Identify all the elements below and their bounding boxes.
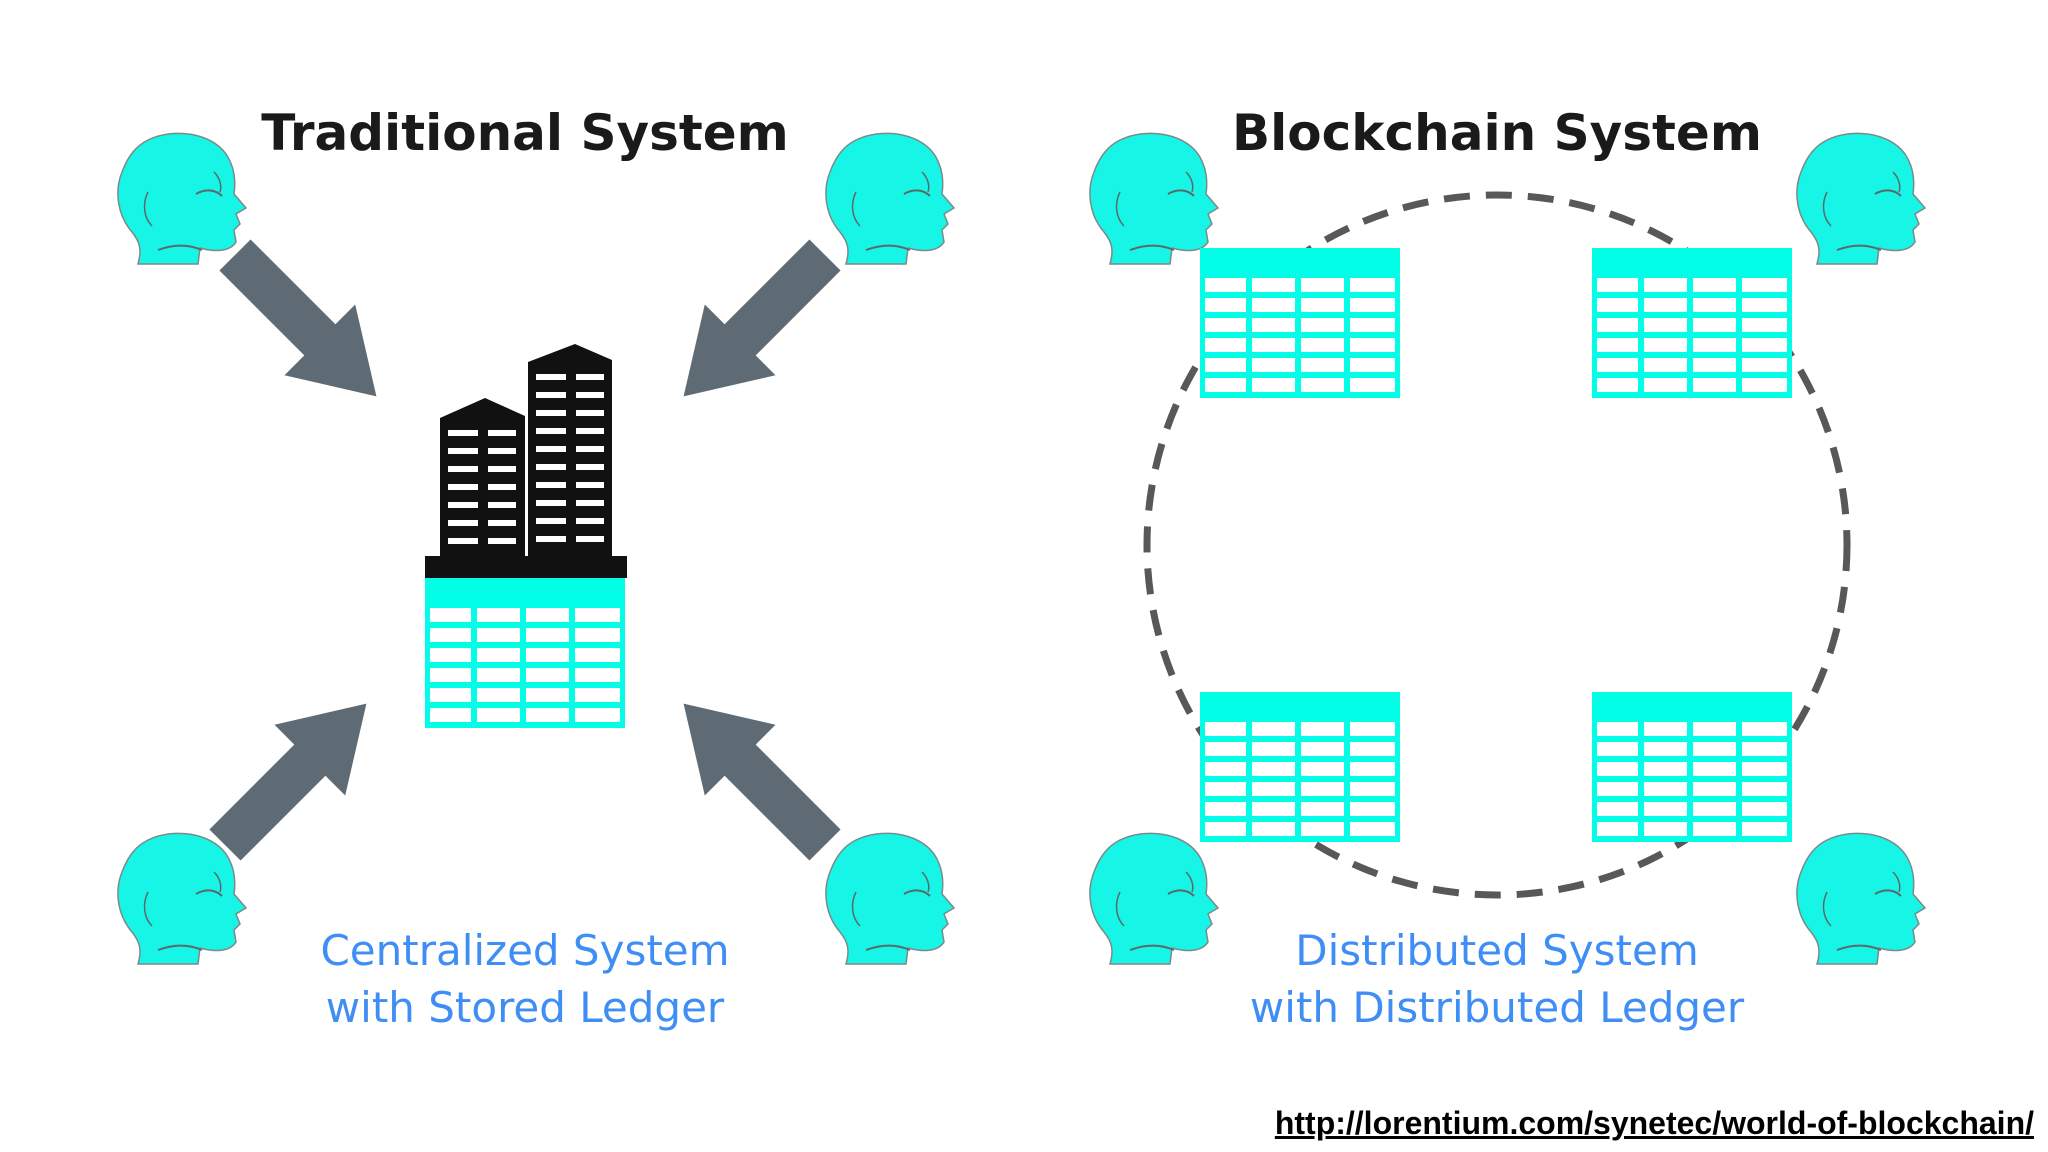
arrow-icon [199,219,412,432]
traditional-caption-line2: with Stored Ledger [326,983,725,1032]
person-head-icon [116,132,247,265]
arrow-icon [648,668,861,881]
person-head-icon [824,832,955,965]
network-ring [1143,191,1851,899]
ledger-table-icon [425,578,625,728]
blockchain-title: Blockchain System [1232,104,1762,162]
person-head-icon [824,132,955,265]
person-head-icon [1088,132,1219,265]
arrow-icon [648,219,861,432]
traditional-system-panel: Traditional System [116,104,955,1032]
person-head-icon [1795,132,1926,265]
ledger-table-icon [1592,248,1792,398]
ledger-table-icon [1592,692,1792,842]
traditional-caption-line1: Centralized System [320,926,729,975]
person-head-icon [1088,832,1219,965]
source-link[interactable]: http://lorentium.com/synetec/world-of-bl… [1274,1105,2034,1141]
person-head-icon [116,832,247,965]
ledger-table-icon [1200,692,1400,842]
blockchain-caption-line1: Distributed System [1295,926,1699,975]
office-building-icon [425,344,627,578]
blockchain-caption-line2: with Distributed Ledger [1250,983,1745,1032]
person-head-icon [1795,832,1926,965]
ledger-table-icon [1200,248,1400,398]
blockchain-system-panel: Blockchain System Distributed System wit… [1088,104,1926,1032]
traditional-title: Traditional System [261,104,789,162]
